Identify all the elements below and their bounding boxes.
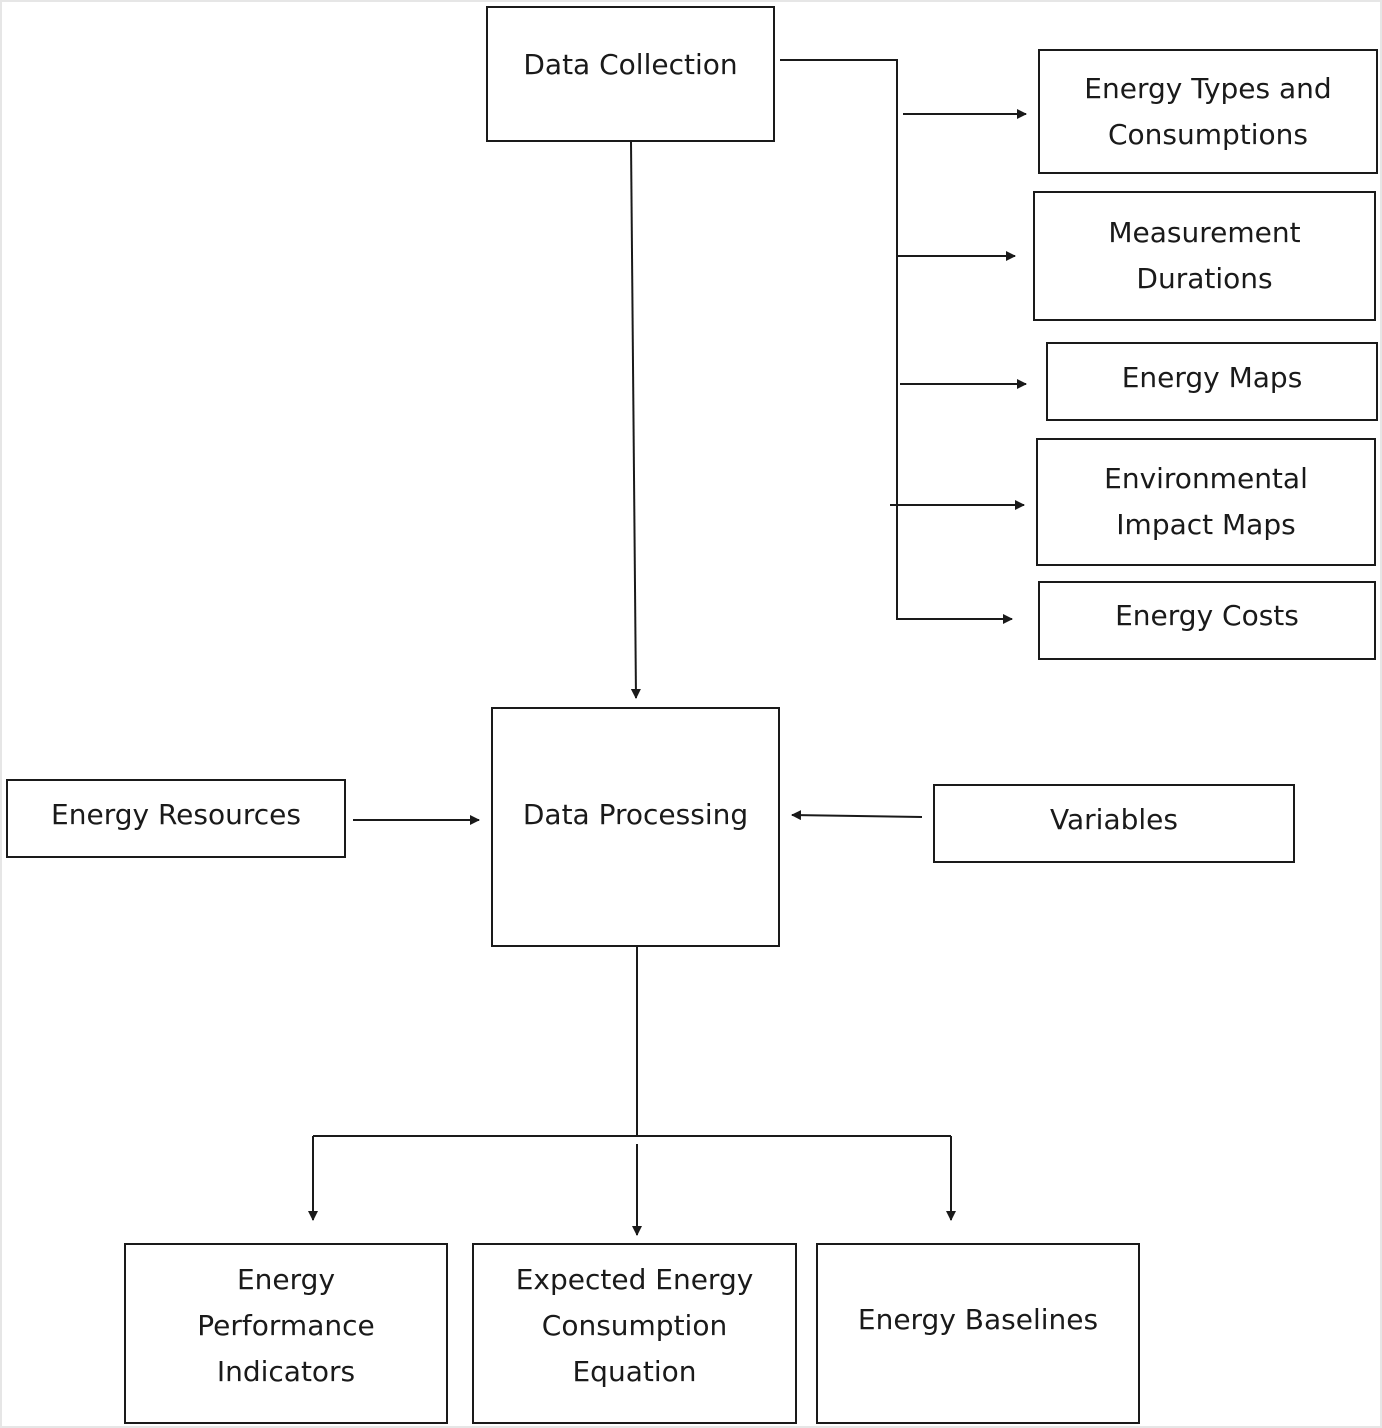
node-energy-baselines[interactable]: Energy Baselines xyxy=(816,1243,1140,1424)
node-energy-resources-label: Energy Resources xyxy=(51,798,301,831)
node-energy-performance-indicators[interactable]: Energy Performance Indicators xyxy=(124,1243,448,1424)
edge-collection-to-processing xyxy=(630,141,641,699)
node-energy-maps[interactable]: Energy Maps xyxy=(1046,342,1378,421)
node-energy-performance-indicators-label: Energy Performance Indicators xyxy=(197,1263,375,1388)
node-energy-costs-label: Energy Costs xyxy=(1115,599,1299,632)
node-measurement-durations-label: Measurement Durations xyxy=(1108,216,1301,295)
node-energy-maps-label: Energy Maps xyxy=(1121,361,1303,394)
node-data-processing[interactable]: Data Processing xyxy=(491,707,780,947)
node-energy-costs[interactable]: Energy Costs xyxy=(1038,581,1376,660)
node-expected-energy-equation[interactable]: Expected Energy Consumption Equation xyxy=(472,1243,797,1424)
edge-collection-bus xyxy=(780,59,898,620)
node-energy-baselines-label: Energy Baselines xyxy=(857,1303,1099,1336)
node-data-processing-label: Data Processing xyxy=(522,798,749,831)
node-variables-label: Variables xyxy=(1050,803,1178,836)
node-energy-types[interactable]: Energy Types and Consumptions xyxy=(1038,49,1378,174)
node-variables[interactable]: Variables xyxy=(933,784,1295,863)
node-environmental-impact-maps[interactable]: Environmental Impact Maps xyxy=(1036,438,1376,566)
node-expected-energy-equation-label: Expected Energy Consumption Equation xyxy=(515,1263,754,1388)
edge-variables-to-processing xyxy=(791,810,923,821)
node-measurement-durations[interactable]: Measurement Durations xyxy=(1033,191,1376,321)
node-energy-types-label: Energy Types and Consumptions xyxy=(1084,71,1332,151)
node-energy-resources[interactable]: Energy Resources xyxy=(6,779,346,858)
node-data-collection[interactable]: Data Collection xyxy=(486,6,775,142)
node-environmental-impact-maps-label: Environmental Impact Maps xyxy=(1104,462,1308,541)
node-data-collection-label: Data Collection xyxy=(523,48,738,81)
